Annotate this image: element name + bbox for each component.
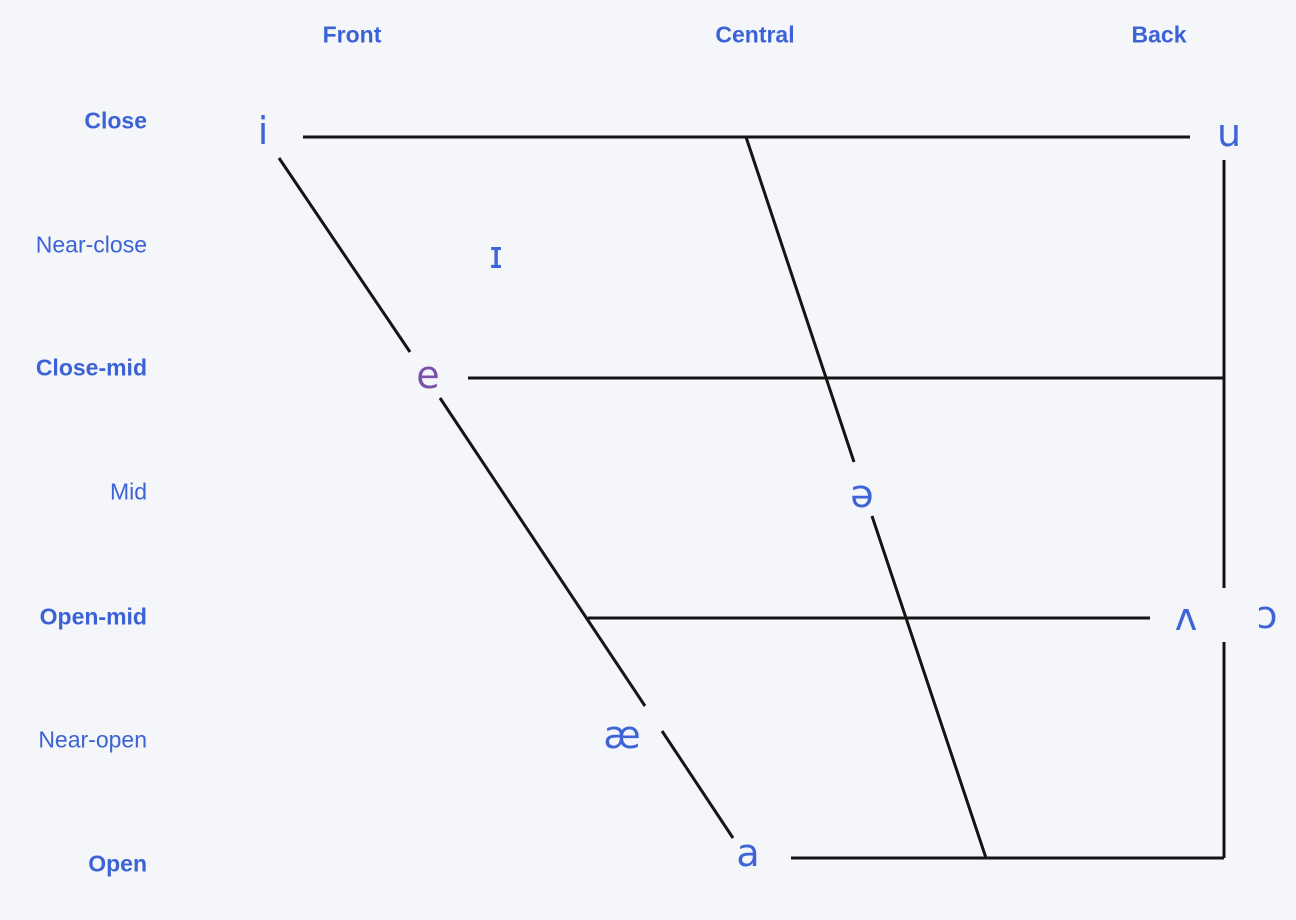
vowel-close-front: i: [257, 109, 269, 153]
vowel-near-open-front: æ: [603, 713, 641, 757]
chart-line-front-edge-middle: [438, 397, 647, 707]
chart-line-front-edge-lower: [660, 730, 735, 839]
vowel-close-back: u: [1216, 111, 1242, 155]
row-label-near-close: Near-close: [35, 231, 147, 258]
column-label-front: Front: [322, 21, 382, 48]
chart-line-central-edge-upper: [744, 136, 856, 463]
vowel-open-mid-back-unrounded: ʌ: [1174, 595, 1198, 639]
vowel-open-front: a: [736, 831, 760, 875]
row-label-near-open: Near-open: [38, 726, 147, 753]
column-label-central: Central: [715, 21, 795, 48]
row-label-open: Open: [88, 850, 147, 877]
vowel-close-mid-front: e: [416, 353, 440, 397]
row-label-close-mid: Close-mid: [35, 354, 147, 381]
vowel-mid-central-schwa: ə: [850, 472, 874, 516]
vowel-near-close-front: ɪ: [488, 233, 504, 277]
chart-line-front-edge-upper: [277, 157, 412, 353]
row-label-open-mid: Open-mid: [39, 603, 147, 630]
chart-line-central-edge-lower: [870, 515, 988, 859]
row-label-close: Close: [84, 107, 147, 134]
row-label-mid: Mid: [109, 478, 147, 505]
column-label-back: Back: [1131, 21, 1187, 48]
vowel-open-mid-back-rounded: ɔ: [1256, 593, 1278, 637]
